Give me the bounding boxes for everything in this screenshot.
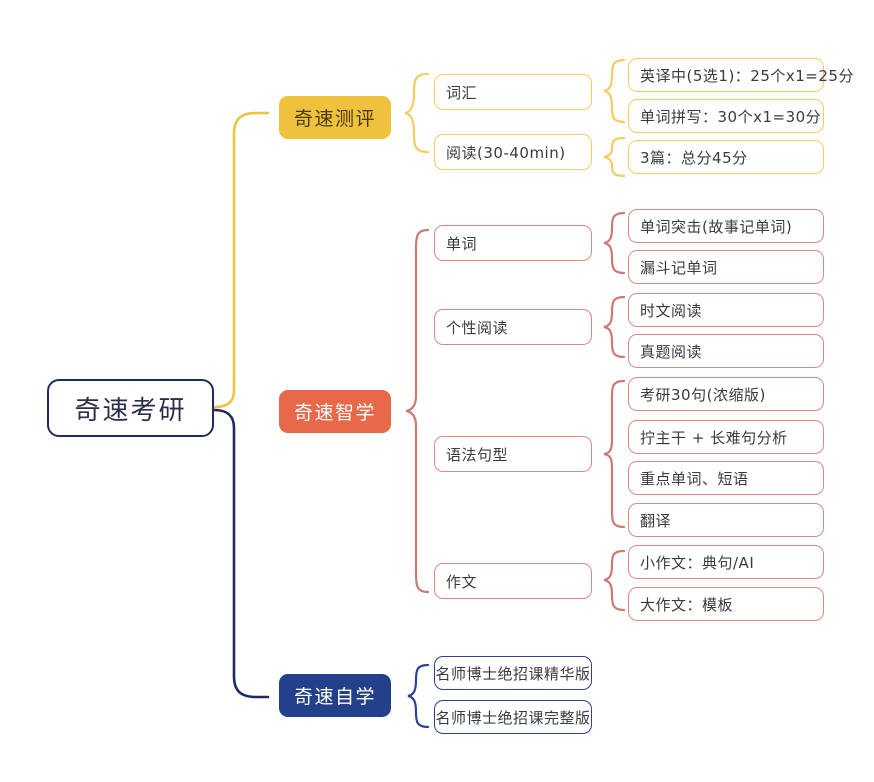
leaf-xiao-zuowen[interactable]: 小作文：典句/AI (628, 545, 824, 579)
leaf-loudou-danci[interactable]: 漏斗记单词 (628, 250, 824, 284)
branch-label-zixue[interactable]: 奇速自学 (279, 674, 391, 717)
leaf-danci-pinxie-label: 单词拼写：30个x1=30分 (640, 107, 822, 126)
brace-zixue (407, 663, 430, 729)
leaf-yingyizhong-label: 英译中(5选1)：25个x1=25分 (640, 66, 854, 85)
leaf-danci-pinxie[interactable]: 单词拼写：30个x1=30分 (628, 99, 824, 133)
node-zuowen-label: 作文 (446, 572, 478, 591)
leaf-fanyi-label: 翻译 (640, 511, 672, 530)
node-wanzheng-ban-label: 名师博士绝招课完整版 (435, 708, 591, 727)
leaf-yingyizhong[interactable]: 英译中(5选1)：25个x1=25分 (628, 58, 853, 92)
brace-danci (603, 211, 626, 275)
node-yuedu-label: 阅读(30-40min) (446, 143, 566, 162)
leaf-shiwen-yuedu[interactable]: 时文阅读 (628, 293, 824, 327)
leaf-zhongdian-danci-label: 重点单词、短语 (640, 469, 749, 488)
leaf-ningzhugan-label: 拧主干 + 长难句分析 (640, 428, 788, 447)
brace-yuedu (603, 136, 626, 178)
leaf-xiao-zuowen-label: 小作文：典句/AI (640, 553, 755, 572)
node-gexing-yuedu[interactable]: 个性阅读 (434, 309, 592, 345)
branch-ceping-text: 奇速测评 (293, 108, 376, 130)
leaf-sanpian-label: 3篇：总分45分 (640, 148, 748, 167)
root-node[interactable]: 奇速考研 (47, 379, 214, 437)
leaf-loudou-danci-label: 漏斗记单词 (640, 258, 718, 277)
node-gexing-yuedu-label: 个性阅读 (446, 318, 509, 337)
leaf-zhongdian-danci[interactable]: 重点单词、短语 (628, 461, 824, 495)
node-yufa-juxing[interactable]: 语法句型 (434, 436, 592, 472)
brace-zuowen (603, 549, 626, 612)
node-jinghua-ban[interactable]: 名师博士绝招课精华版 (434, 656, 592, 690)
node-wanzheng-ban[interactable]: 名师博士绝招课完整版 (434, 700, 592, 734)
brace-zhixue (405, 228, 430, 594)
leaf-kaoyan30ju[interactable]: 考研30句(浓缩版) (628, 377, 824, 411)
node-cihui[interactable]: 词汇 (434, 74, 592, 110)
node-jinghua-ban-label: 名师博士绝招课精华版 (435, 664, 591, 683)
leaf-danci-tuji[interactable]: 单词突击(故事记单词) (628, 209, 824, 243)
node-yuedu[interactable]: 阅读(30-40min) (434, 134, 592, 170)
leaf-zhenti-yuedu-label: 真题阅读 (640, 342, 703, 361)
trunk-navy (212, 408, 270, 699)
leaf-da-zuowen[interactable]: 大作文：模板 (628, 587, 824, 621)
brace-cihui (603, 58, 626, 124)
node-danci-label: 单词 (446, 234, 478, 253)
node-zuowen[interactable]: 作文 (434, 563, 592, 599)
node-cihui-label: 词汇 (446, 83, 478, 102)
leaf-fanyi[interactable]: 翻译 (628, 503, 824, 537)
node-yufa-juxing-label: 语法句型 (446, 445, 509, 464)
branch-label-ceping[interactable]: 奇速测评 (279, 96, 391, 139)
leaf-ningzhugan[interactable]: 拧主干 + 长难句分析 (628, 420, 824, 454)
leaf-da-zuowen-label: 大作文：模板 (640, 595, 734, 614)
brace-ceping (404, 72, 430, 154)
node-danci[interactable]: 单词 (434, 225, 592, 261)
leaf-zhenti-yuedu[interactable]: 真题阅读 (628, 334, 824, 368)
leaf-kaoyan30ju-label: 考研30句(浓缩版) (640, 385, 766, 404)
leaf-danci-tuji-label: 单词突击(故事记单词) (640, 217, 793, 236)
root-label: 奇速考研 (74, 395, 187, 426)
branch-zixue-text: 奇速自学 (293, 686, 376, 708)
branch-label-zhixue[interactable]: 奇速智学 (279, 390, 391, 433)
trunk-yellow (212, 111, 270, 409)
leaf-sanpian[interactable]: 3篇：总分45分 (628, 140, 824, 174)
branch-zhixue-text: 奇速智学 (293, 402, 376, 424)
brace-yufa (603, 379, 626, 529)
brace-gexing (603, 295, 626, 359)
leaf-shiwen-yuedu-label: 时文阅读 (640, 301, 703, 320)
